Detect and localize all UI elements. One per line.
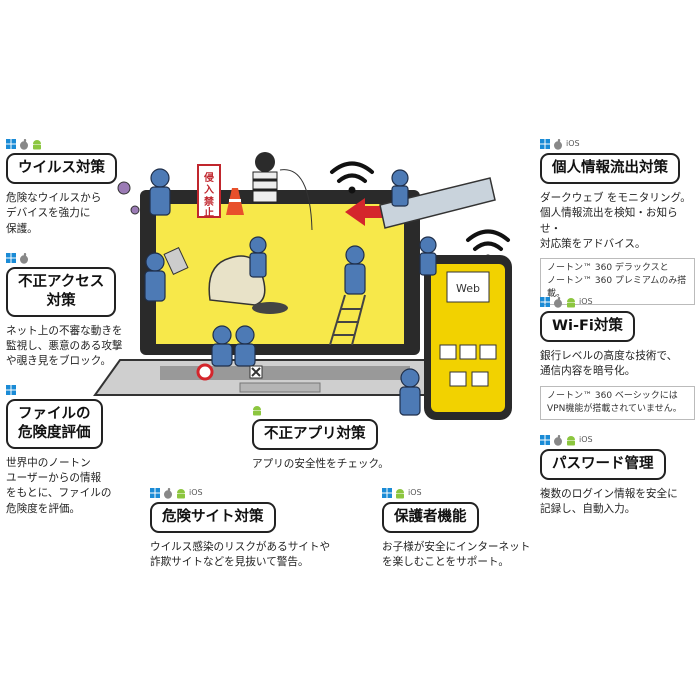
worker-figures	[144, 168, 437, 416]
feature-virus: ウイルス対策 危険なウイルスから デバイスを強力に 保護。	[6, 138, 148, 237]
sign-char-3: 禁	[203, 195, 214, 208]
feature-access: 不正アクセス 対策 ネット上の不審な動きを 監視し、悪意のある攻撃 や覗き見をブ…	[6, 252, 156, 370]
windows-icon	[150, 488, 160, 498]
ios-label: iOS	[408, 488, 422, 497]
hammer-icon	[163, 246, 189, 276]
feature-desc: 銀行レベルの高度な技術で、 通信内容を暗号化。	[540, 349, 678, 378]
feature-title: 個人情報流出対策	[540, 153, 680, 184]
os-icons: iOS	[540, 138, 695, 150]
feature-title: 不正アクセス 対策	[6, 267, 117, 317]
windows-icon	[6, 253, 16, 263]
sign-char-2: 入	[204, 184, 214, 196]
ios-label: iOS	[189, 488, 203, 497]
ios-label: iOS	[579, 435, 593, 444]
feature-app: 不正アプリ対策 アプリの安全性をチェック。	[252, 404, 422, 472]
phone-web-label: Web	[456, 282, 480, 295]
virus-icon-small	[130, 205, 140, 215]
os-icons	[252, 404, 422, 416]
feature-desc: 世界中のノートン ユーザーからの情報 をもとに、ファイルの 危険度を評価。	[6, 456, 112, 515]
feature-wifi: iOS Wi-Fi対策 銀行レベルの高度な技術で、 通信内容を暗号化。 ノートン…	[540, 296, 695, 420]
windows-icon	[540, 139, 550, 149]
android-icon	[33, 139, 41, 149]
feature-danger-site: iOS 危険サイト対策 ウイルス感染のリスクがあるサイトや 詐欺サイトなどを見抜…	[150, 487, 360, 571]
android-icon	[253, 405, 261, 415]
os-icons	[6, 138, 148, 150]
thief-body	[252, 171, 278, 203]
windows-icon	[6, 139, 16, 149]
os-icons: iOS	[382, 487, 552, 499]
thief-head	[255, 152, 275, 172]
os-icons	[6, 384, 146, 396]
os-icons	[6, 252, 156, 264]
feature-desc: 危険なウイルスから デバイスを強力に 保護。	[6, 191, 102, 235]
feature-note: ノートン™ 360 デラックスと ノートン™ 360 プレミアムのみ搭載。	[540, 258, 695, 306]
feature-title: 危険サイト対策	[150, 502, 276, 533]
os-icons: iOS	[150, 487, 360, 499]
os-icons: iOS	[540, 296, 695, 308]
feature-title: ウイルス対策	[6, 153, 117, 184]
feature-title: Wi-Fi対策	[540, 311, 635, 342]
manhole-icon	[252, 302, 288, 314]
feature-note: ノートン™ 360 ベーシックには VPN機能が搭載されていません。	[540, 385, 695, 420]
windows-icon	[540, 435, 550, 445]
fishing-line	[279, 169, 313, 231]
windows-icon	[540, 297, 550, 307]
feature-parental: iOS 保護者機能 お子様が安全にインターネット を楽しむことをサポート。	[382, 487, 552, 571]
android-icon	[567, 435, 575, 445]
feature-title: 保護者機能	[382, 502, 479, 533]
laptop-trackpad	[239, 382, 321, 393]
feature-desc: アプリの安全性をチェック。	[252, 457, 389, 470]
os-icons: iOS	[540, 434, 695, 446]
apple-icon	[20, 252, 28, 264]
android-icon	[177, 488, 185, 498]
apple-icon	[554, 434, 562, 446]
android-icon	[396, 488, 404, 498]
feature-desc: ウイルス感染のリスクがあるサイトや 詐欺サイトなどを見抜いて警告。	[150, 540, 331, 569]
sign-char-4: 止	[204, 206, 214, 219]
ladder-icon	[329, 294, 366, 346]
feature-privacy: iOS 個人情報流出対策 ダークウェブ をモニタリング。 個人情報流出を検知・お…	[540, 138, 695, 306]
feature-title: パスワード管理	[540, 449, 666, 480]
apple-icon	[164, 487, 172, 499]
windows-icon	[382, 488, 392, 498]
wifi-icon	[330, 161, 374, 183]
data-pipe	[379, 177, 496, 229]
apple-icon	[554, 296, 562, 308]
windows-icon	[6, 385, 16, 395]
laptop-screen	[156, 204, 404, 344]
no-entry-sign	[197, 164, 221, 218]
feature-desc: ネット上の不審な動きを 監視し、悪意のある攻撃 や覗き見をブロック。	[6, 324, 123, 368]
red-arrow-icon	[345, 198, 385, 226]
ios-label: iOS	[579, 297, 593, 306]
android-icon	[567, 297, 575, 307]
feature-desc: お子様が安全にインターネット を楽しむことをサポート。	[382, 540, 531, 569]
feature-desc: 複数のログイン情報を安全に 記録し、自動入力。	[540, 487, 678, 516]
ios-label: iOS	[566, 139, 580, 148]
feature-title: 不正アプリ対策	[252, 419, 378, 450]
wifi-icon-phone	[466, 229, 510, 251]
feature-password: iOS パスワード管理 複数のログイン情報を安全に 記録し、自動入力。	[540, 434, 695, 518]
target-icon	[196, 363, 214, 381]
feature-file: ファイルの 危険度評価 世界中のノートン ユーザーからの情報 をもとに、ファイル…	[6, 384, 146, 517]
virus-icon	[117, 181, 131, 195]
apple-icon	[20, 138, 28, 150]
sign-char-1: 侵	[203, 171, 214, 184]
apple-icon	[554, 138, 562, 150]
feature-desc: ダークウェブ をモニタリング。 個人情報流出を検知・お知らせ・ 対応策をアドバイ…	[540, 191, 691, 250]
feature-title: ファイルの 危険度評価	[6, 399, 103, 449]
